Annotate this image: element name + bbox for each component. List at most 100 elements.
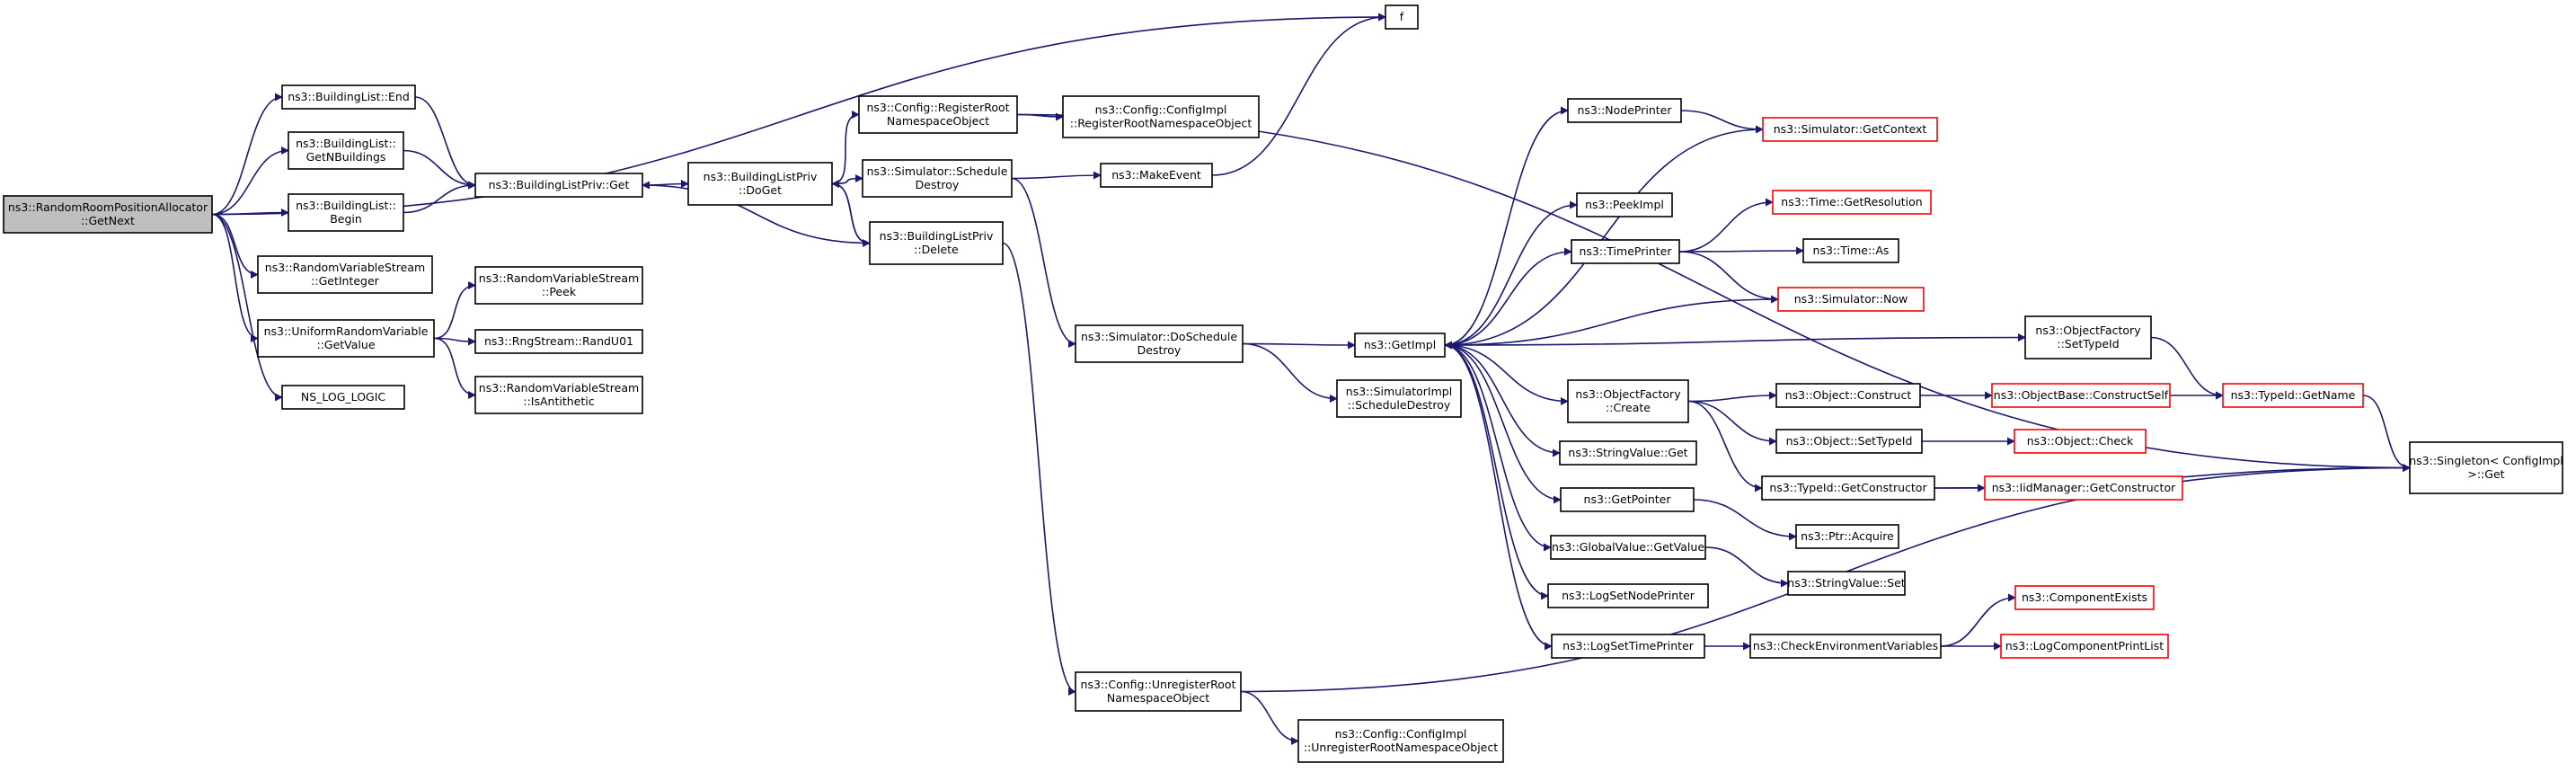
node-time_as[interactable]: ns3::Time::As bbox=[1802, 238, 1899, 263]
edge-root-to-bl_end bbox=[211, 93, 283, 216]
node-timeprinter[interactable]: ns3::TimePrinter bbox=[1571, 239, 1680, 264]
edge-getimpl-to-nodeprinter bbox=[1444, 106, 1569, 346]
node-rng_randu[interactable]: ns3::RngStream::RandU01 bbox=[474, 329, 643, 354]
node-bl_getn[interactable]: ns3::BuildingList::GetNBuildings bbox=[288, 131, 404, 170]
edge-line bbox=[1687, 400, 1763, 492]
node-label: ns3::BuildingList:: bbox=[296, 137, 396, 150]
node-objbase_cs[interactable]: ns3::ObjectBase::ConstructSelf bbox=[1991, 383, 2171, 408]
edge-root-to-urv_getval bbox=[211, 213, 259, 342]
edge-line bbox=[403, 181, 476, 214]
node-rvs_getint[interactable]: ns3::RandomVariableStream::GetInteger bbox=[257, 255, 433, 294]
edge-line bbox=[211, 93, 283, 216]
node-nodeprinter[interactable]: ns3::NodePrinter bbox=[1567, 98, 1682, 123]
node-of_create[interactable]: ns3::ObjectFactory::Create bbox=[1567, 379, 1689, 423]
edge-line bbox=[2150, 336, 2224, 400]
edge-line bbox=[1678, 251, 1779, 304]
node-label: ::RegisterRootNamespaceObject bbox=[1070, 116, 1253, 129]
node-logcomplist[interactable]: ns3::LogComponentPrintList bbox=[2000, 634, 2169, 659]
node-label: ns3::GetPointer bbox=[1584, 492, 1672, 506]
node-root[interactable]: ns3::RandomRoomPositionAllocator::GetNex… bbox=[3, 195, 213, 234]
edge-sim_dosch-to-simimpl_sch bbox=[1242, 342, 1338, 403]
node-ns_log[interactable]: NS_LOG_LOGIC bbox=[281, 385, 405, 410]
edge-line bbox=[1444, 200, 1578, 346]
node-strval_set[interactable]: ns3::StringValue::Set bbox=[1787, 571, 1906, 596]
node-f[interactable]: f bbox=[1385, 4, 1419, 30]
edge-line bbox=[1444, 344, 1553, 651]
node-blp_delete[interactable]: ns3::BuildingListPriv::Delete bbox=[869, 221, 1004, 265]
node-cfgimpl_reg[interactable]: ns3::Config::ConfigImpl::RegisterRootNam… bbox=[1062, 95, 1260, 138]
node-box bbox=[1560, 487, 1695, 512]
edge-line bbox=[433, 337, 476, 399]
node-typeid_getctor[interactable]: ns3::TypeId::GetConstructor bbox=[1761, 475, 1935, 501]
node-label: ns3::Config::UnregisterRoot bbox=[1081, 678, 1236, 691]
node-label: ns3::TimePrinter bbox=[1580, 244, 1673, 258]
node-logsetnode[interactable]: ns3::LogSetNodePrinter bbox=[1547, 583, 1709, 608]
node-simimpl_sch[interactable]: ns3::SimulatorImpl::ScheduleDestroy bbox=[1336, 379, 1462, 418]
node-sim_now[interactable]: ns3::Simulator::Now bbox=[1777, 287, 1925, 312]
node-box bbox=[1551, 634, 1705, 659]
edge-sim_now-to-getimpl bbox=[1444, 298, 1779, 350]
node-logsettime[interactable]: ns3::LogSetTimePrinter bbox=[1551, 634, 1705, 659]
node-label: ::UnregisterRootNamespaceObject bbox=[1304, 741, 1498, 754]
node-sim_getctx[interactable]: ns3::Simulator::GetContext bbox=[1762, 117, 1938, 142]
edge-line bbox=[831, 180, 871, 244]
node-box bbox=[1772, 190, 1932, 215]
node-box bbox=[1576, 192, 1673, 217]
node-singleton_get[interactable]: ns3::Singleton< ConfigImpl >::Get bbox=[2409, 441, 2563, 494]
node-box bbox=[869, 221, 1004, 265]
node-label: ns3::Object::Construct bbox=[1785, 388, 1912, 402]
edge-line bbox=[1678, 246, 1804, 255]
node-rvs_anti[interactable]: ns3::RandomVariableStream::IsAntithetic bbox=[474, 376, 643, 414]
node-box bbox=[1775, 429, 1923, 454]
node-sim_schdest[interactable]: ns3::Simulator::ScheduleDestroy bbox=[862, 159, 1013, 198]
edge-getpointer-to-ptr_acquire bbox=[1693, 499, 1797, 541]
node-bl_end[interactable]: ns3::BuildingList::End bbox=[281, 84, 416, 110]
node-urv_getval[interactable]: ns3::UniformRandomVariable::GetValue bbox=[257, 319, 435, 358]
node-box bbox=[1984, 475, 2183, 501]
edge-sim_schdest-to-sim_dosch bbox=[1011, 177, 1076, 348]
edge-timeprinter-to-sim_now bbox=[1678, 251, 1779, 304]
node-getimpl[interactable]: ns3::GetImpl bbox=[1354, 333, 1446, 358]
node-label: ns3::BuildingList:: bbox=[296, 199, 396, 212]
node-blp_doget[interactable]: ns3::BuildingListPriv::DoGet bbox=[687, 162, 833, 206]
node-obj_check[interactable]: ns3::Object::Check bbox=[2014, 429, 2147, 454]
node-gv_getval[interactable]: ns3::GlobalValue::GetValue bbox=[1550, 535, 1706, 560]
node-box bbox=[1762, 117, 1938, 142]
node-peekimpl[interactable]: ns3::PeekImpl bbox=[1576, 192, 1673, 217]
node-getpointer[interactable]: ns3::GetPointer bbox=[1560, 487, 1695, 512]
node-checkenv[interactable]: ns3::CheckEnvironmentVariables bbox=[1749, 634, 1942, 659]
edge-makeevent-to-f bbox=[1211, 13, 1386, 176]
edges-layer bbox=[211, 13, 2411, 745]
node-obj_construct[interactable]: ns3::Object::Construct bbox=[1775, 383, 1921, 408]
node-label: ns3::ObjectBase::ConstructSelf bbox=[1994, 388, 2169, 402]
node-label: ns3::SimulatorImpl bbox=[1346, 385, 1452, 398]
node-strval_get[interactable]: ns3::StringValue::Get bbox=[1559, 440, 1697, 466]
node-bl_begin[interactable]: ns3::BuildingList::Begin bbox=[288, 193, 404, 232]
node-compexists[interactable]: ns3::ComponentExists bbox=[2014, 585, 2155, 610]
node-typeid_getname[interactable]: ns3::TypeId::GetName bbox=[2222, 383, 2364, 408]
node-of_settypeid[interactable]: ns3::ObjectFactory::SetTypeId bbox=[2024, 315, 2152, 359]
node-cfgimpl_unreg[interactable]: ns3::Config::ConfigImpl::UnregisterRootN… bbox=[1297, 719, 1504, 763]
node-label: NamespaceObject bbox=[887, 114, 989, 128]
node-label: ns3::StringValue::Set bbox=[1787, 576, 1905, 590]
edge-line bbox=[1242, 341, 1356, 350]
node-iidmgr_getctor[interactable]: ns3::IidManager::GetConstructor bbox=[1984, 475, 2183, 501]
node-rvs_peek[interactable]: ns3::RandomVariableStream::Peek bbox=[474, 266, 643, 305]
node-box bbox=[1547, 583, 1709, 608]
node-box bbox=[1297, 719, 1504, 763]
node-time_getres[interactable]: ns3::Time::GetResolution bbox=[1772, 190, 1932, 215]
node-obj_settypeid[interactable]: ns3::Object::SetTypeId bbox=[1775, 429, 1923, 454]
node-cfg_unreg[interactable]: ns3::Config::UnregisterRootNamespaceObje… bbox=[1075, 671, 1242, 712]
node-blp_get[interactable]: ns3::BuildingListPriv::Get bbox=[474, 173, 643, 198]
edge-line bbox=[1016, 113, 2411, 472]
node-makeevent[interactable]: ns3::MakeEvent bbox=[1100, 163, 1213, 188]
edge-cfg_unreg-to-cfgimpl_unreg bbox=[1240, 690, 1299, 745]
node-box bbox=[1100, 163, 1213, 188]
node-box bbox=[474, 266, 643, 305]
edge-gv_getval-to-strval_set bbox=[1704, 546, 1789, 588]
edge-blp_delete-to-blp_get bbox=[642, 181, 871, 244]
node-ptr_acquire[interactable]: ns3::Ptr::Acquire bbox=[1795, 524, 1899, 549]
node-cfg_regroot[interactable]: ns3::Config::RegisterRootNamespaceObject bbox=[858, 95, 1018, 134]
edge-typeid_getname-to-singleton_get bbox=[2362, 395, 2411, 472]
